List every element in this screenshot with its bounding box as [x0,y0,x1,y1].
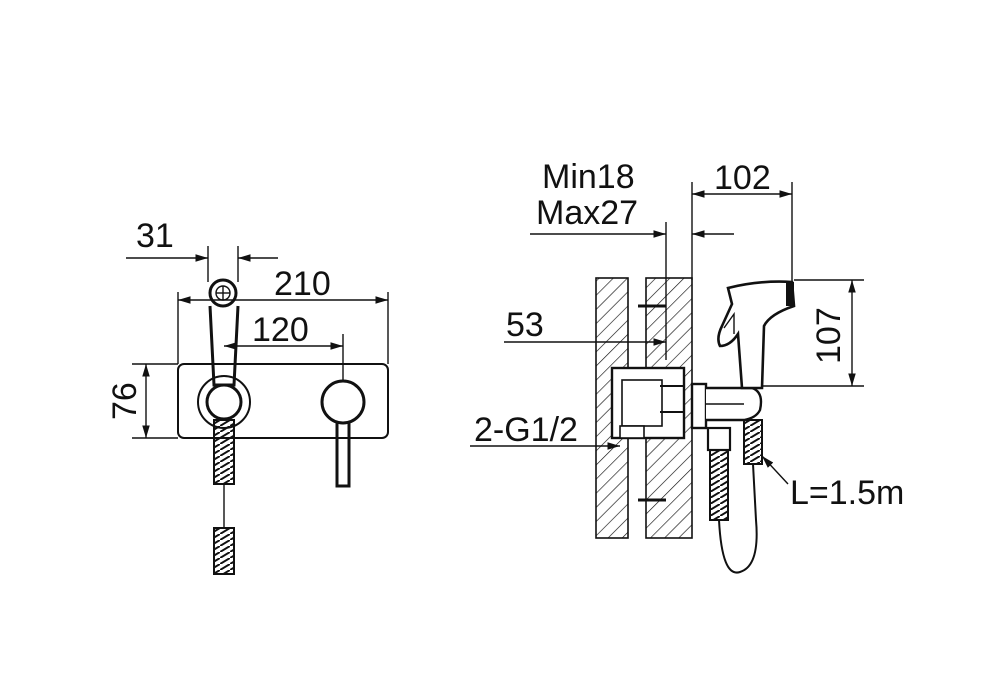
hose-upper [213,419,235,485]
mixer-handle [320,379,366,425]
dim-31: 31 [136,217,174,255]
dim-min18: Min18 [542,158,635,196]
hose-loop [718,463,758,574]
dim-hose-length: L=1.5m [790,474,904,512]
holder-ring-inner [205,383,243,421]
hose-lower [213,527,235,575]
outlet-connector [706,426,732,452]
dim-210: 210 [274,265,331,303]
mount-block [690,382,708,430]
sprayer-head [717,280,796,390]
handle-lever [335,423,351,488]
dim-max27: Max27 [536,194,638,232]
spray-head [208,278,238,308]
front-view: 31 210 120 76 [106,217,389,575]
hose-coil-right [743,419,763,465]
dim-53: 53 [506,306,544,344]
side-view: Min18 Max27 102 107 53 2-G1/2 L=1.5m [470,158,904,574]
wall-plate [177,363,389,439]
hose-coil-left [709,449,729,521]
dim-120: 120 [252,311,309,349]
dim-107: 107 [810,307,848,364]
dim-76: 76 [106,382,144,420]
sprayer-nozzle-cap [786,282,794,306]
dim-102: 102 [714,159,771,197]
dim-2-g1-2: 2-G1/2 [474,411,578,449]
